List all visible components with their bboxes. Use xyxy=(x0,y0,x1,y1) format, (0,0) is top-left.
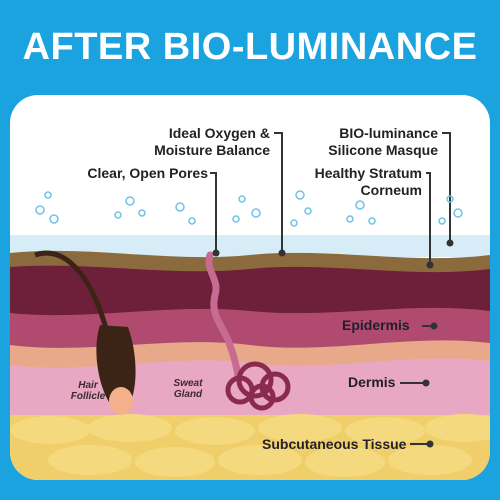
silicone-masque-layer xyxy=(10,235,490,257)
epidermis-label: Epidermis xyxy=(342,317,410,333)
dermis-label: Dermis xyxy=(348,374,396,390)
oxygen-moisture-label-line2: Moisture Balance xyxy=(154,142,270,158)
stratum-corneum-label: Healthy Stratum Corneum xyxy=(280,165,422,199)
sweat-duct xyxy=(205,251,242,379)
stratum-corneum-label-line2: Corneum xyxy=(360,182,422,198)
hair-follicle-label: Hair Follicle xyxy=(68,380,108,402)
fat-cells xyxy=(10,414,490,477)
stratum-corneum-layer xyxy=(10,250,490,274)
silicone-masque-label: BIO-luminance Silicone Masque xyxy=(300,125,438,159)
sweat-gland-label-line2: Gland xyxy=(173,389,203,400)
sweat-gland-label-line1: Sweat xyxy=(173,378,203,389)
stratum-corneum-label-line1: Healthy Stratum xyxy=(314,165,422,181)
hair-bulb xyxy=(109,387,133,415)
hair-follicle-label-line2: Follicle xyxy=(70,391,106,402)
sweat-gland-label: Sweat Gland xyxy=(168,378,208,400)
skin-layers-illustration xyxy=(10,132,490,480)
silicone-masque-label-line1: BIO-luminance xyxy=(339,125,438,141)
oxygen-moisture-label-line1: Ideal Oxygen & xyxy=(168,125,270,141)
oxygen-bubbles xyxy=(35,190,463,227)
oxygen-moisture-label: Ideal Oxygen & Moisture Balance xyxy=(120,125,270,159)
sweat-gland-coil xyxy=(225,361,291,411)
subcutaneous-tissue-label: Subcutaneous Tissue xyxy=(262,436,407,452)
epidermis-top-layer xyxy=(10,265,490,320)
leader-dots xyxy=(212,239,454,448)
hair-follicle-label-line1: Hair xyxy=(78,380,98,391)
page-title: AFTER BIO-LUMINANCE xyxy=(22,26,478,68)
open-pores-label: Clear, Open Pores xyxy=(87,165,208,181)
skin-diagram-panel: Ideal Oxygen & Moisture Balance BIO-lumi… xyxy=(10,95,490,480)
silicone-masque-label-line2: Silicone Masque xyxy=(328,142,438,158)
